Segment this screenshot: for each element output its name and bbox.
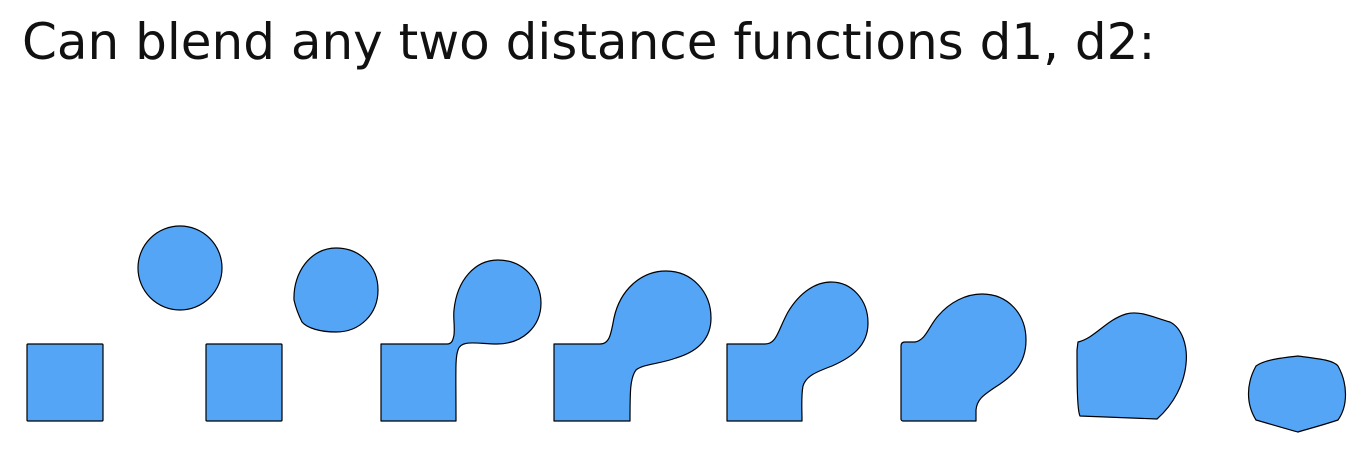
stage-1-square: [26, 343, 104, 422]
stage-2-square: [205, 343, 283, 422]
blend-stage-7: [1076, 312, 1187, 420]
stage-8-blob: [1247, 355, 1347, 433]
blend-stage-3: [380, 259, 542, 422]
stage-1-circle: [137, 225, 223, 311]
stage-3-blob: [380, 259, 542, 422]
slide-title: Can blend any two distance functions d1,…: [22, 13, 1156, 71]
blend-stage-2: [205, 247, 379, 422]
blend-stage-8: [1247, 355, 1347, 433]
stage-6-blob: [900, 293, 1027, 422]
stage-5-blob: [726, 281, 869, 422]
blend-stage-6: [900, 293, 1027, 422]
blend-stage-5: [726, 281, 869, 422]
stage-4-blob: [553, 270, 712, 422]
blend-stage-4: [553, 270, 712, 422]
blend-stage-1: [26, 225, 223, 422]
stage-7-blob: [1076, 312, 1187, 420]
stage-2-circle: [293, 247, 379, 333]
